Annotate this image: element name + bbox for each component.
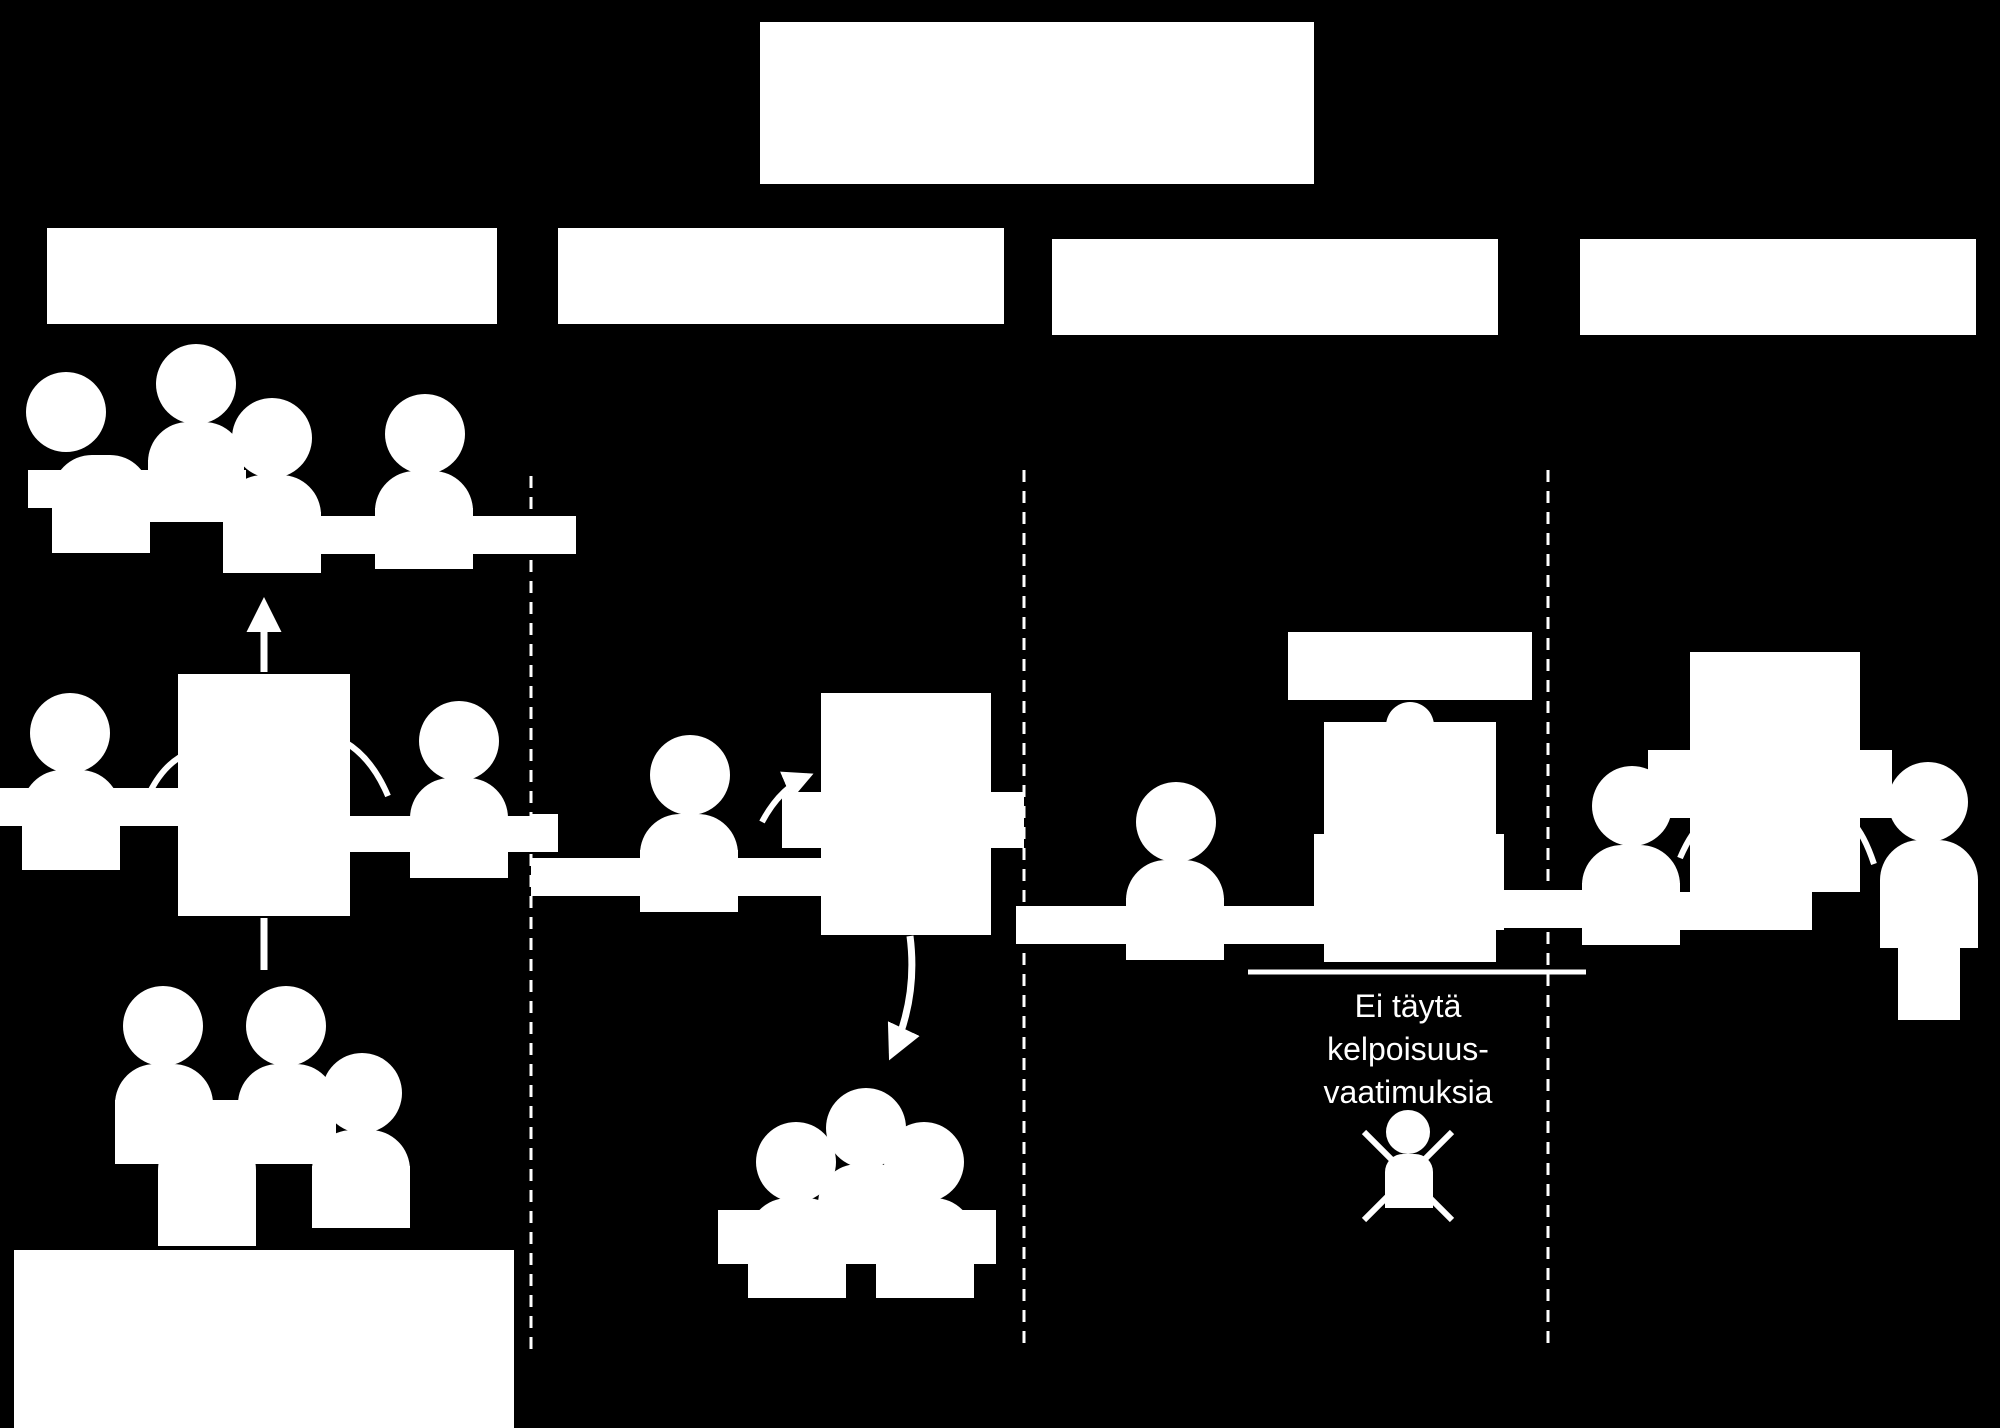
flow-bar — [1680, 892, 1812, 930]
bar-decor — [1898, 946, 1960, 1020]
person-icon — [410, 701, 508, 878]
flow-bar — [738, 860, 822, 896]
curved-arrow — [343, 739, 391, 798]
small-label-box — [1288, 632, 1532, 700]
stage-1-row — [0, 674, 558, 970]
rejected-person-icon — [1361, 1110, 1455, 1223]
person-icon — [312, 1053, 410, 1228]
annotation: Ei täytä kelpoisuus- vaatimuksia — [1324, 988, 1493, 1110]
bar-decor — [320, 516, 576, 554]
bar-decor — [782, 792, 1024, 848]
curved-arrow-down — [887, 935, 920, 1061]
annotation-line-1: Ei täytä — [1355, 988, 1462, 1024]
bottom-left-text-box — [14, 1250, 514, 1428]
bar-decor — [150, 470, 246, 522]
person-icon — [22, 693, 120, 870]
node-box — [178, 674, 350, 916]
curved-arrow — [1849, 819, 1877, 865]
top-people-group — [26, 344, 576, 573]
stage-2-row — [530, 693, 1024, 1061]
curved-arrow — [1677, 817, 1708, 860]
title-box — [760, 22, 1314, 184]
person-icon — [158, 1130, 256, 1246]
flow-bar — [530, 814, 558, 850]
curved-arrow — [759, 771, 814, 824]
stage-header-3 — [1052, 239, 1498, 335]
annotation-line-2: kelpoisuus- — [1327, 1031, 1489, 1067]
person-icon — [1880, 762, 1978, 948]
curved-arrow — [147, 749, 192, 794]
bar-decor — [1314, 834, 1504, 930]
annotation-line-3: vaatimuksia — [1324, 1074, 1493, 1110]
person-icon — [26, 372, 150, 553]
person-icon — [223, 398, 321, 573]
stage-2-people-group — [718, 1088, 996, 1298]
flow-bar — [1504, 890, 1584, 928]
stage-3-row — [1016, 632, 1586, 975]
stage-header-1 — [47, 228, 497, 324]
person-icon — [640, 735, 738, 912]
person-icon — [1582, 766, 1680, 945]
stage-header-4 — [1580, 239, 1976, 335]
bar-decor — [28, 470, 152, 508]
bar-decor — [718, 1210, 996, 1264]
stage-4-row — [1504, 652, 1978, 1020]
bottom-left-people-group — [115, 986, 410, 1246]
stage-header-2 — [558, 228, 1004, 324]
bar-decor — [1648, 750, 1892, 818]
person-icon — [1126, 782, 1224, 960]
